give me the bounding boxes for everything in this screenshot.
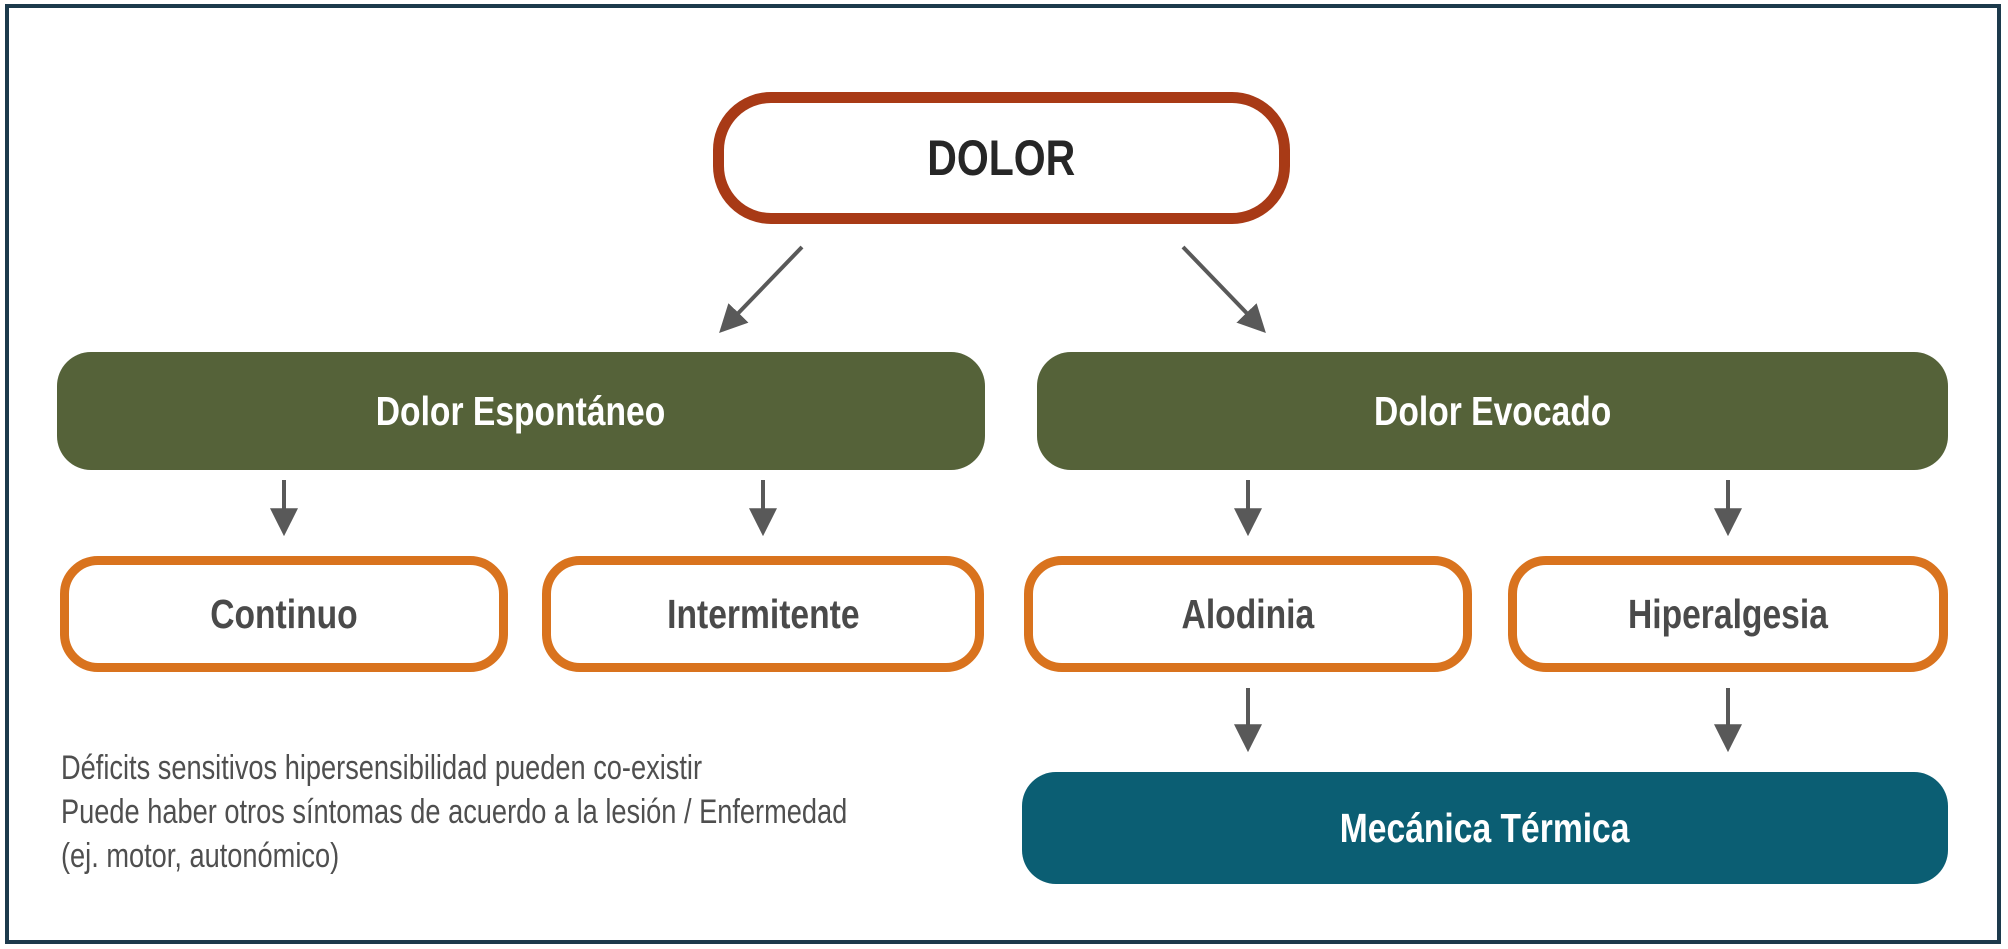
node-intermitente-label: Intermitente bbox=[666, 590, 860, 637]
node-mecanica-termica: Mecánica Térmica bbox=[1022, 772, 1948, 884]
node-dolor: DOLOR bbox=[713, 92, 1290, 224]
arrow-dolor-to-evocado bbox=[1181, 245, 1266, 334]
footnote-line-1: Déficits sensitivos hipersensibilidad pu… bbox=[61, 749, 703, 787]
node-alodinia-label: Alodinia bbox=[1181, 590, 1315, 637]
node-hiperalgesia: Hiperalgesia bbox=[1508, 556, 1948, 672]
node-dolor-evocado-label: Dolor Evocado bbox=[1373, 387, 1612, 434]
node-dolor-espontaneo-label: Dolor Espontáneo bbox=[376, 387, 666, 434]
node-alodinia: Alodinia bbox=[1024, 556, 1472, 672]
node-intermitente: Intermitente bbox=[542, 556, 984, 672]
arrow-dolor-to-espontaneo bbox=[719, 245, 804, 334]
node-dolor-label: DOLOR bbox=[927, 130, 1076, 186]
node-continuo-label: Continuo bbox=[210, 590, 358, 637]
node-mecanica-termica-label: Mecánica Térmica bbox=[1340, 804, 1630, 851]
node-continuo: Continuo bbox=[60, 556, 508, 672]
footnote: Déficits sensitivos hipersensibilidad pu… bbox=[61, 746, 847, 878]
node-dolor-espontaneo: Dolor Espontáneo bbox=[57, 352, 985, 470]
node-dolor-evocado: Dolor Evocado bbox=[1037, 352, 1948, 470]
footnote-line-2: Puede haber otros síntomas de acuerdo a … bbox=[61, 793, 848, 831]
node-hiperalgesia-label: Hiperalgesia bbox=[1628, 590, 1828, 637]
footnote-line-3: (ej. motor, autonómico) bbox=[61, 837, 340, 875]
